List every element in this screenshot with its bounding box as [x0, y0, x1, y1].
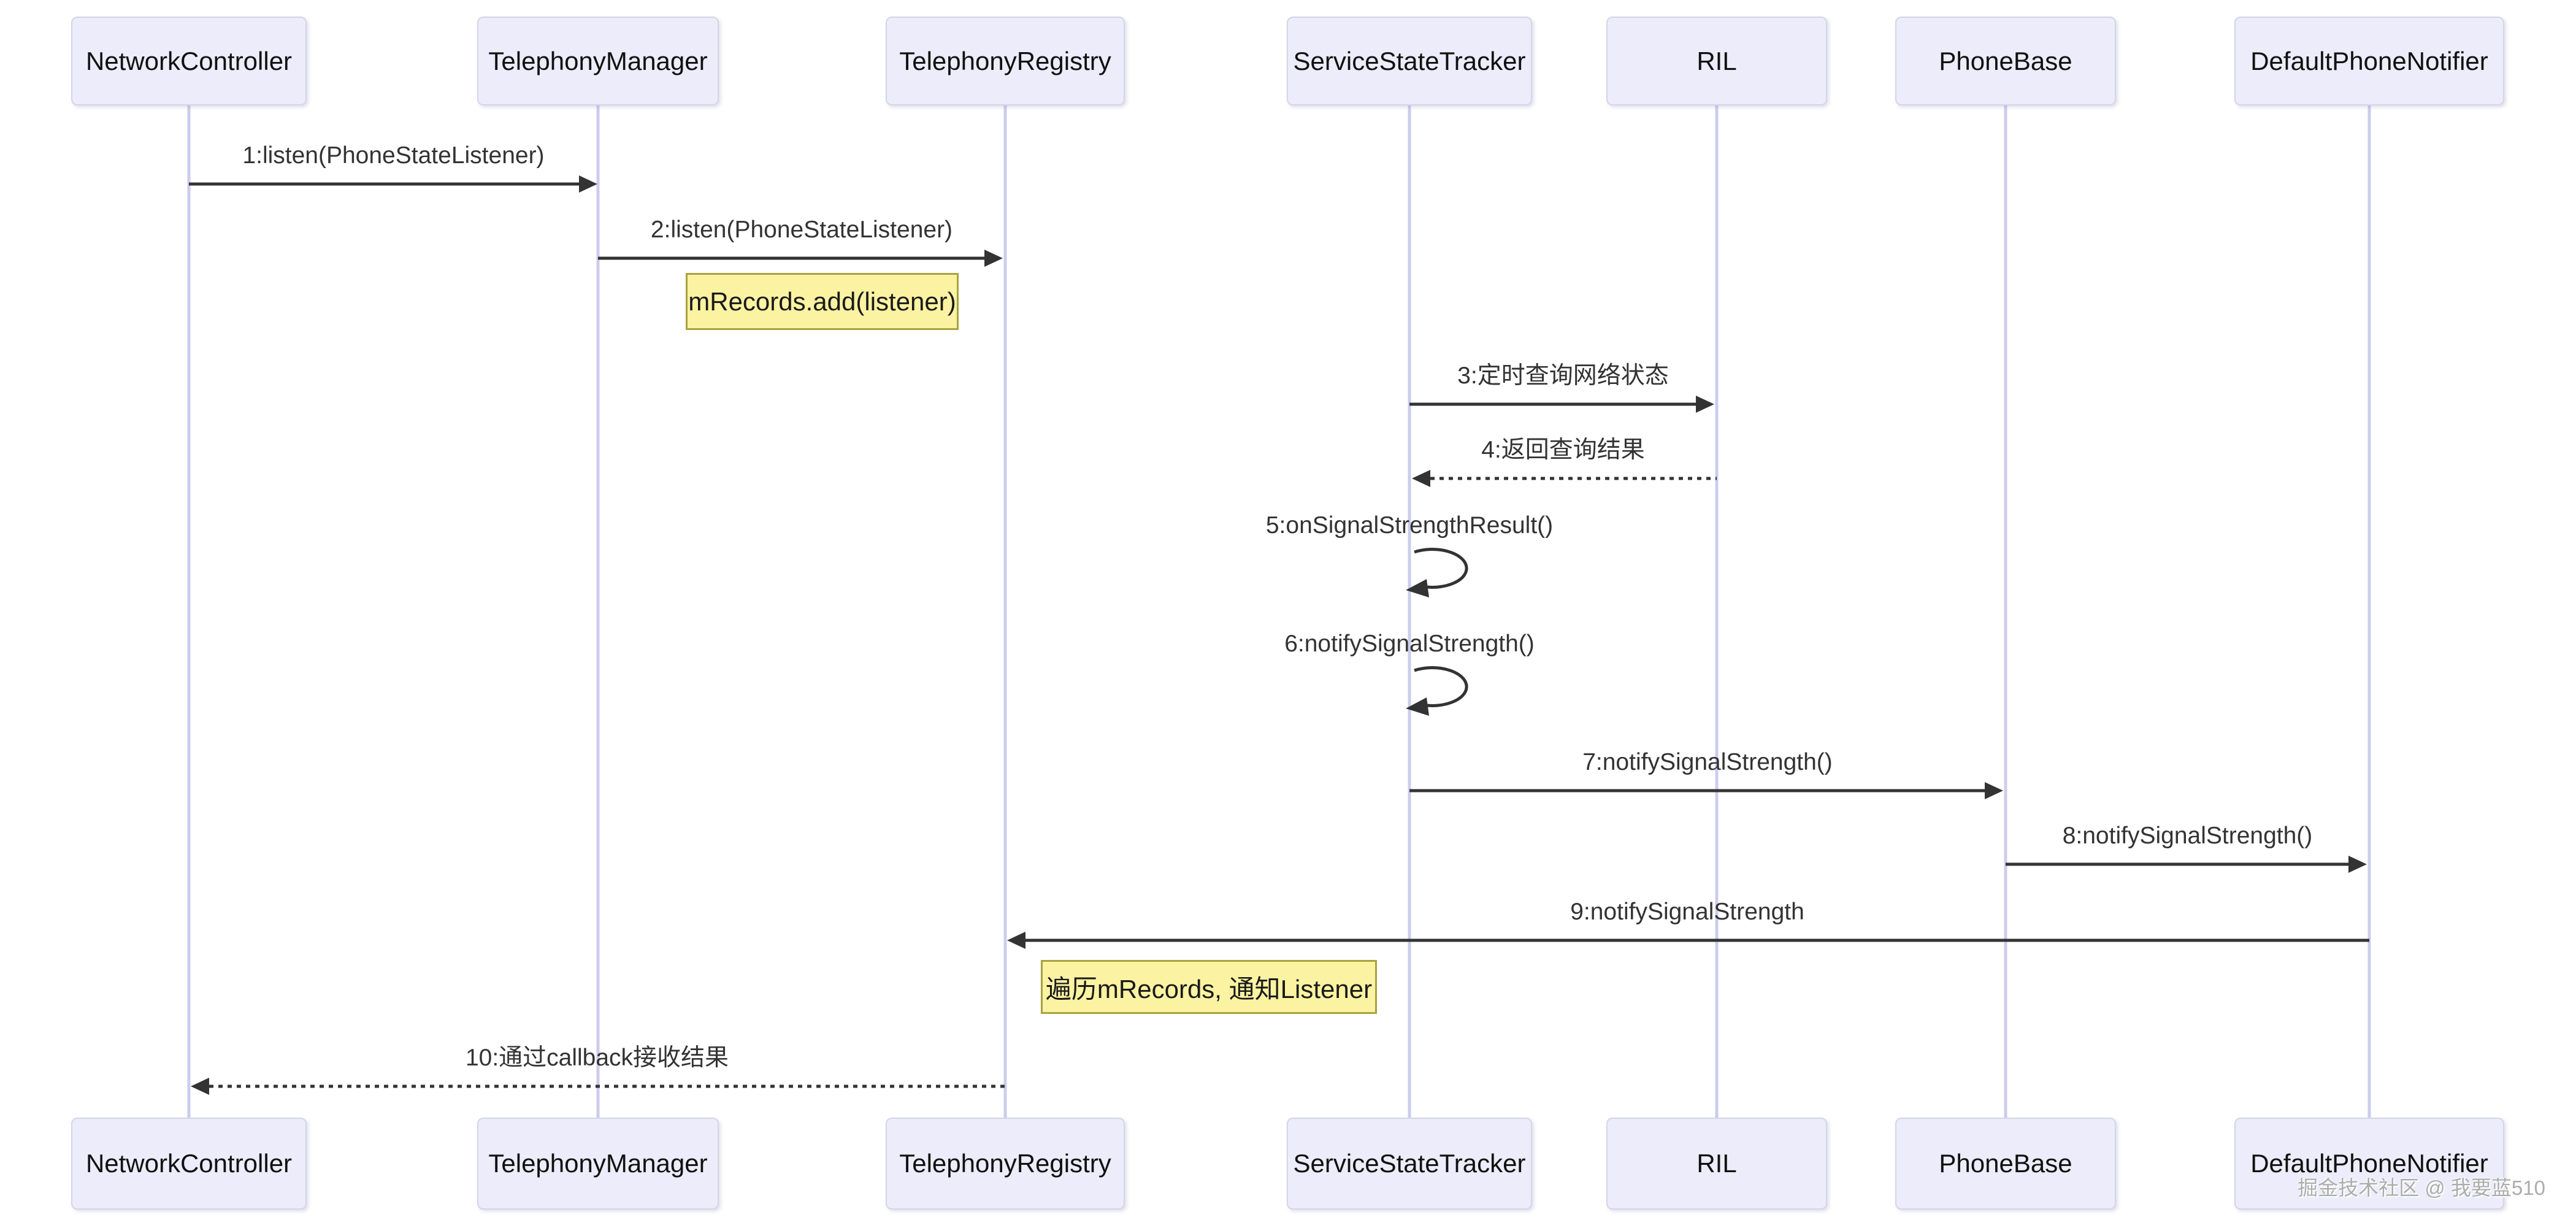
message-5-self-arrow	[1406, 547, 1468, 597]
participant-label: PhoneBase	[1939, 1149, 2072, 1178]
message-7-arrow	[1409, 782, 2003, 799]
note-traverse-mrecords: 遍历mRecords, 通知Listener	[1041, 960, 1377, 1014]
participant-label: RIL	[1696, 46, 1737, 75]
participant-bottom-telephonyregistry: TelephonyRegistry	[886, 1118, 1125, 1210]
message-8-label: 8:notifySignalStrength()	[2062, 823, 2313, 849]
message-5-label: 5:onSignalStrengthResult()	[1265, 512, 1554, 539]
watermark: 掘金技术社区 @ 我要蓝510	[2298, 1176, 2545, 1199]
participant-label: TelephonyManager	[488, 1149, 708, 1178]
note-mrecords-add: mRecords.add(listener)	[686, 273, 959, 330]
lifelines	[187, 106, 2371, 1118]
message-6-label: 6:notifySignalStrength()	[1284, 631, 1535, 657]
participant-label: TelephonyManager	[488, 46, 708, 75]
participant-label: DefaultPhoneNotifier	[2250, 46, 2488, 75]
participant-bottom-networkcontroller: NetworkController	[71, 1118, 307, 1210]
message-10-arrow	[191, 1078, 1005, 1095]
participant-label: DefaultPhoneNotifier	[2250, 1149, 2488, 1178]
participant-label: RIL	[1696, 1149, 1737, 1178]
participant-bottom-phonebase: PhoneBase	[1895, 1118, 2116, 1210]
message-3-arrow	[1409, 396, 1714, 413]
participant-label: TelephonyRegistry	[899, 1149, 1111, 1178]
participant-label: NetworkController	[85, 1149, 293, 1178]
participant-bottom-ril: RIL	[1606, 1118, 1827, 1210]
message-6-self-arrow	[1406, 666, 1468, 716]
participant-top-defaultphonenotifier: DefaultPhoneNotifier	[2234, 17, 2504, 106]
message-7-label: 7:notifySignalStrength()	[1582, 749, 1833, 775]
participant-label: NetworkController	[85, 46, 293, 75]
message-1-label: 1:listen(PhoneStateListener)	[242, 142, 545, 169]
participant-label: TelephonyRegistry	[899, 46, 1111, 75]
participant-top-servicestatetracker: ServiceStateTracker	[1287, 17, 1532, 106]
participant-top-telephonyregistry: TelephonyRegistry	[886, 17, 1125, 106]
message-1-arrow	[189, 175, 597, 193]
participant-label: ServiceStateTracker	[1293, 1149, 1526, 1178]
participant-top-networkcontroller: NetworkController	[71, 17, 307, 106]
message-2-label: 2:listen(PhoneStateListener)	[650, 217, 953, 243]
participant-top-phonebase: PhoneBase	[1895, 17, 2116, 106]
message-10-label: 10:通过callback接收结果	[465, 1045, 729, 1071]
message-2-arrow	[598, 250, 1003, 267]
message-9-label: 9:notifySignalStrength	[1570, 899, 1804, 925]
participant-top-telephonymanager: TelephonyManager	[477, 17, 719, 106]
message-3-label: 3:定时查询网络状态	[1457, 363, 1669, 389]
participant-bottom-defaultphonenotifier: DefaultPhoneNotifier	[2234, 1118, 2504, 1210]
participant-bottom-servicestatetracker: ServiceStateTracker	[1287, 1118, 1532, 1210]
participant-label: PhoneBase	[1939, 46, 2072, 75]
message-9-arrow	[1007, 932, 2369, 949]
participant-label: ServiceStateTracker	[1293, 46, 1526, 75]
message-8-arrow	[2006, 856, 2367, 873]
participant-top-ril: RIL	[1606, 17, 1827, 106]
message-4-label: 4:返回查询结果	[1481, 437, 1645, 463]
message-4-arrow	[1412, 470, 1717, 487]
participant-bottom-telephonymanager: TelephonyManager	[477, 1118, 719, 1210]
